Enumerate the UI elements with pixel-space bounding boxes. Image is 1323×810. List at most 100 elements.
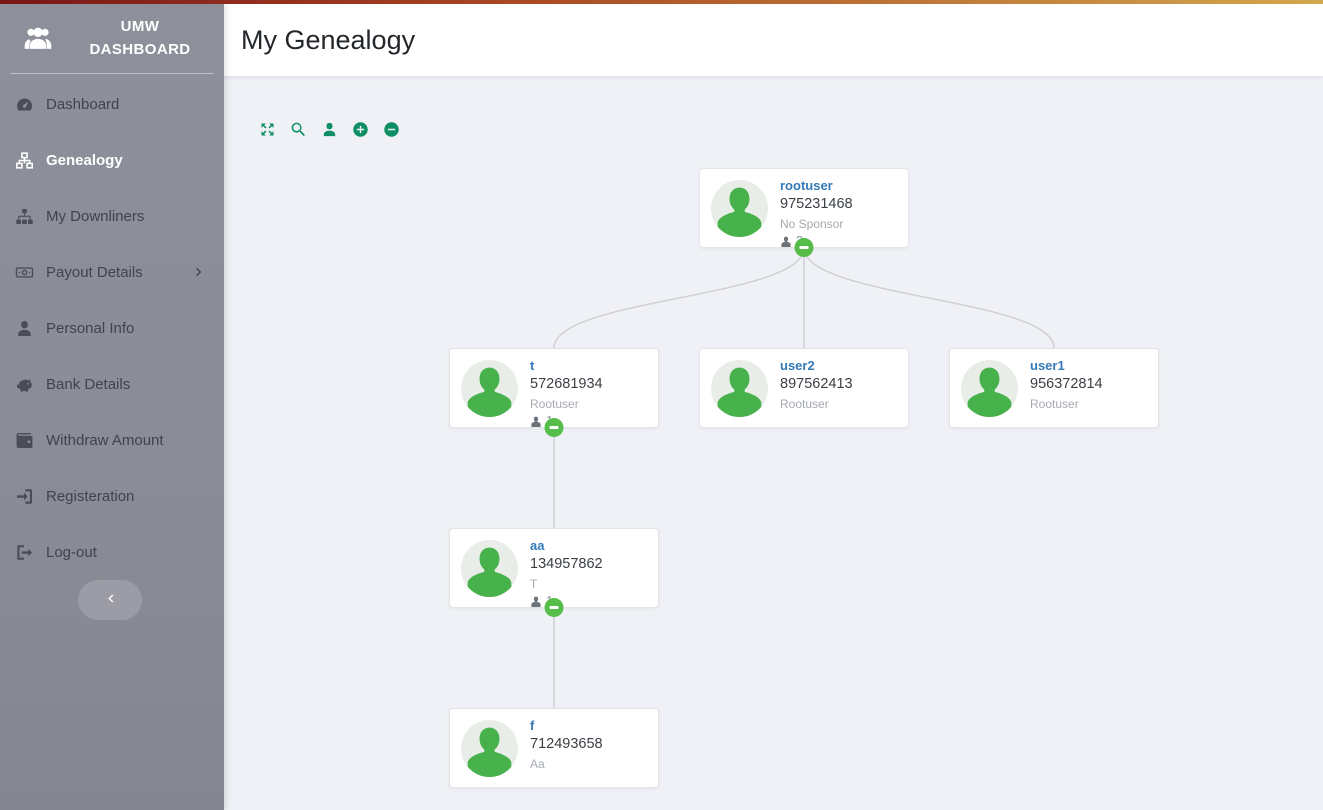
brand-line1: UMW	[120, 18, 160, 35]
person-icon	[15, 319, 34, 338]
node-member-id: 897562413	[780, 376, 853, 392]
sidebar-collapse-button[interactable]	[78, 580, 142, 620]
downline-tree-icon	[15, 207, 34, 226]
sidebar-item-bank-details[interactable]: Bank Details	[0, 356, 224, 412]
member-avatar	[961, 360, 1018, 417]
node-sponsor: T	[530, 577, 538, 591]
sidebar-item-label: Withdraw Amount	[46, 431, 164, 449]
user-button[interactable]	[320, 122, 338, 140]
person-icon	[321, 121, 338, 141]
sidebar-item-label: Dashboard	[46, 95, 120, 113]
sidebar-item-personal-info[interactable]: Personal Info	[0, 300, 224, 356]
chevron-right-icon	[192, 265, 206, 279]
top-accent-bar	[0, 0, 1323, 4]
person-silhouette-icon	[530, 595, 542, 607]
member-avatar	[461, 540, 518, 597]
sidebar-item-label: My Downliners	[46, 207, 145, 225]
zoom-out-button[interactable]	[382, 122, 400, 140]
node-member-id: 712493658	[530, 736, 603, 752]
gauge-icon	[15, 95, 34, 114]
collapse-badge[interactable]	[794, 238, 814, 257]
sidebar-item-payout-details[interactable]: Payout Details	[0, 244, 224, 300]
sidebar-item-label: Registeration	[46, 487, 135, 505]
sign-out-icon	[15, 543, 34, 562]
expand-icon	[259, 121, 276, 141]
money-icon	[15, 263, 34, 282]
sidebar-item-my-downliners[interactable]: My Downliners	[0, 188, 224, 244]
search-icon	[290, 121, 307, 141]
member-avatar	[711, 360, 768, 417]
wallet-icon	[15, 431, 34, 450]
sidebar-item-label: Payout Details	[46, 263, 143, 281]
node-sponsor: Rootuser	[780, 397, 829, 411]
brand: UMW DASHBOARD	[10, 4, 214, 74]
minus-icon	[549, 606, 559, 609]
minus-circle-icon	[383, 121, 400, 141]
sidebar-item-dashboard[interactable]: Dashboard	[0, 76, 224, 132]
expand-button[interactable]	[258, 122, 276, 140]
sidebar-item-label: Bank Details	[46, 375, 131, 393]
member-avatar	[461, 360, 518, 417]
sidebar-item-label: Log-out	[46, 543, 97, 561]
collapse-badge[interactable]	[544, 418, 564, 437]
sidebar-item-label: Genealogy	[46, 151, 123, 169]
tree-node-t[interactable]: t572681934Rootuser1	[449, 348, 659, 437]
connector-rootuser-to-t	[553, 247, 805, 349]
page-title: My Genealogy	[241, 24, 416, 55]
node-sponsor: No Sponsor	[780, 217, 844, 231]
person-silhouette-icon	[780, 235, 792, 247]
person-silhouette-icon	[530, 415, 542, 427]
node-username-link[interactable]: rootuser	[780, 178, 833, 193]
node-info: t572681934Rootuser1	[530, 357, 652, 428]
page-header: My Genealogy	[224, 4, 1323, 76]
node-username-link[interactable]: f	[530, 718, 535, 733]
sidebar-item-genealogy[interactable]: Genealogy	[0, 132, 224, 188]
zoom-in-button[interactable]	[351, 122, 369, 140]
collapse-badge[interactable]	[544, 598, 564, 617]
plus-circle-icon	[352, 121, 369, 141]
sidebar-item-label: Personal Info	[46, 319, 135, 337]
node-member-id: 134957862	[530, 556, 603, 572]
node-member-id: 956372814	[1030, 376, 1103, 392]
member-avatar	[711, 180, 768, 237]
sidebar-item-withdraw-amount[interactable]: Withdraw Amount	[0, 412, 224, 468]
piggy-bank-icon	[15, 375, 34, 394]
sidebar-item-registeration[interactable]: Registeration	[0, 468, 224, 524]
node-sponsor: Aa	[530, 757, 545, 771]
brand-title: UMW DASHBOARD	[70, 16, 210, 61]
sign-in-icon	[15, 487, 34, 506]
minus-icon	[799, 246, 809, 249]
sidebar-item-log-out[interactable]: Log-out	[0, 524, 224, 580]
node-username-link[interactable]: user1	[1030, 358, 1065, 373]
tree-connectors	[553, 247, 1055, 708]
minus-icon	[549, 426, 559, 429]
node-info: aa134957862T1	[530, 537, 652, 608]
node-username-link[interactable]: t	[530, 358, 535, 373]
node-sponsor: Rootuser	[1030, 397, 1079, 411]
member-avatar	[461, 720, 518, 777]
chevron-left-icon	[104, 592, 117, 608]
users-logo-icon	[14, 20, 62, 58]
sitemap-icon	[15, 151, 34, 170]
tree-toolbar	[258, 122, 400, 140]
connector-rootuser-to-user1	[803, 247, 1055, 349]
node-username-link[interactable]: aa	[530, 538, 545, 553]
search-button[interactable]	[289, 122, 307, 140]
node-username-link[interactable]: user2	[780, 358, 815, 373]
tree-node-aa[interactable]: aa134957862T1	[449, 528, 659, 617]
brand-line2: DASHBOARD	[89, 40, 191, 58]
node-sponsor: Rootuser	[530, 397, 579, 411]
